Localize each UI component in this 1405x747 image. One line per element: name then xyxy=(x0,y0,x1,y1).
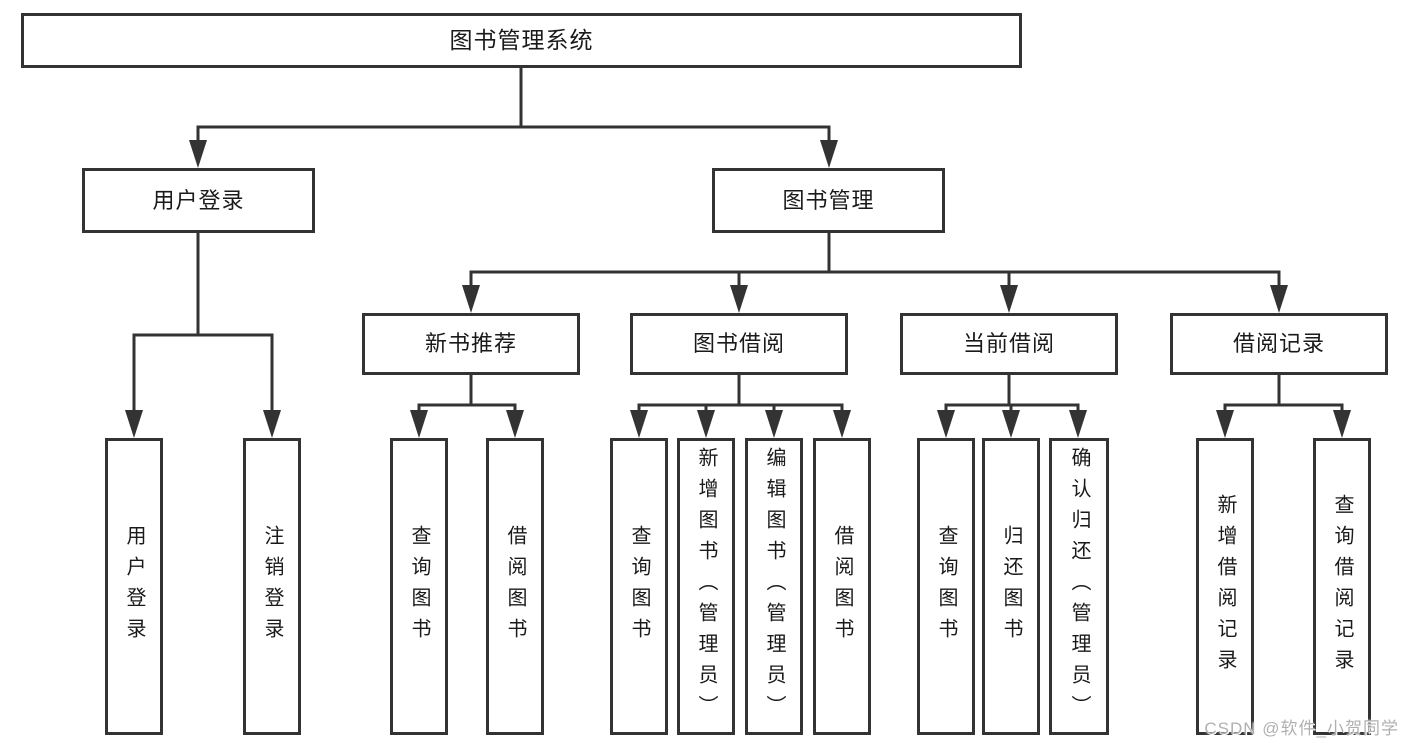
leaf-confirm-return-admin: 确认归还（管理员） xyxy=(1049,438,1109,735)
node-label: 查询借阅记录 xyxy=(1331,493,1353,680)
arrowhead-icon xyxy=(937,410,955,438)
leaf-borrow-books-recommend: 借阅图书 xyxy=(486,438,544,735)
node-label: 当前借阅 xyxy=(962,331,1055,356)
node-label: 用户登录 xyxy=(123,524,145,649)
arrowhead-icon xyxy=(263,410,281,438)
csdn-watermark: CSDN @软件_小贺同学 xyxy=(1204,719,1399,738)
leaf-query-borrow-record: 查询借阅记录 xyxy=(1313,438,1371,735)
leaf-query-books-recommend: 查询图书 xyxy=(390,438,448,735)
arrowhead-icon xyxy=(1216,410,1234,438)
arrowhead-icon xyxy=(1000,285,1018,313)
node-label: 借阅记录 xyxy=(1232,331,1325,356)
leaf-return-books: 归还图书 xyxy=(982,438,1040,735)
node-label: 编辑图书（管理员） xyxy=(763,447,785,726)
arrowhead-icon xyxy=(1270,285,1288,313)
arrowhead-icon xyxy=(189,140,207,168)
leaf-add-books-admin: 新增图书（管理员） xyxy=(677,438,735,735)
node-label: 用户登录 xyxy=(152,187,245,213)
node-label: 归还图书 xyxy=(1000,524,1022,649)
node-label: 图书管理 xyxy=(782,187,875,213)
node-label: 新书推荐 xyxy=(424,331,517,356)
arrowhead-icon xyxy=(630,410,648,438)
node-label: 查询图书 xyxy=(935,524,957,649)
leaf-logout: 注销登录 xyxy=(243,438,301,735)
node-borrowing-records: 借阅记录 xyxy=(1170,313,1388,375)
leaf-query-books-borrowing: 查询图书 xyxy=(610,438,668,735)
node-book-borrowing: 图书借阅 xyxy=(630,313,848,375)
node-label: 查询图书 xyxy=(628,524,650,649)
arrowhead-icon xyxy=(410,410,428,438)
node-label: 查询图书 xyxy=(408,524,430,649)
arrowhead-icon xyxy=(506,410,524,438)
node-label: 确认归还（管理员） xyxy=(1068,447,1090,726)
arrowhead-icon xyxy=(125,410,143,438)
arrowhead-icon xyxy=(765,410,783,438)
node-label: 图书管理系统 xyxy=(449,27,594,53)
node-label: 新增借阅记录 xyxy=(1214,493,1236,680)
arrowhead-icon xyxy=(462,285,480,313)
arrowhead-icon xyxy=(697,410,715,438)
arrowhead-icon xyxy=(1002,410,1020,438)
node-new-book-recommend: 新书推荐 xyxy=(362,313,580,375)
node-label: 图书借阅 xyxy=(692,331,785,356)
leaf-add-borrow-record: 新增借阅记录 xyxy=(1196,438,1254,735)
node-book-management: 图书管理 xyxy=(712,168,945,233)
arrowhead-icon xyxy=(833,410,851,438)
arrowhead-icon xyxy=(1333,410,1351,438)
leaf-query-books-current: 查询图书 xyxy=(917,438,975,735)
node-label: 新增图书（管理员） xyxy=(695,447,717,726)
node-book-management-system: 图书管理系统 xyxy=(21,13,1022,68)
leaf-borrow-books: 借阅图书 xyxy=(813,438,871,735)
leaf-edit-books-admin: 编辑图书（管理员） xyxy=(745,438,803,735)
node-current-borrowing: 当前借阅 xyxy=(900,313,1118,375)
node-label: 借阅图书 xyxy=(831,524,853,649)
arrowhead-icon xyxy=(730,285,748,313)
node-label: 注销登录 xyxy=(261,524,283,649)
node-user-login: 用户登录 xyxy=(82,168,315,233)
node-label: 借阅图书 xyxy=(504,524,526,649)
arrowhead-icon xyxy=(820,140,838,168)
leaf-user-login: 用户登录 xyxy=(105,438,163,735)
arrowhead-icon xyxy=(1069,410,1087,438)
